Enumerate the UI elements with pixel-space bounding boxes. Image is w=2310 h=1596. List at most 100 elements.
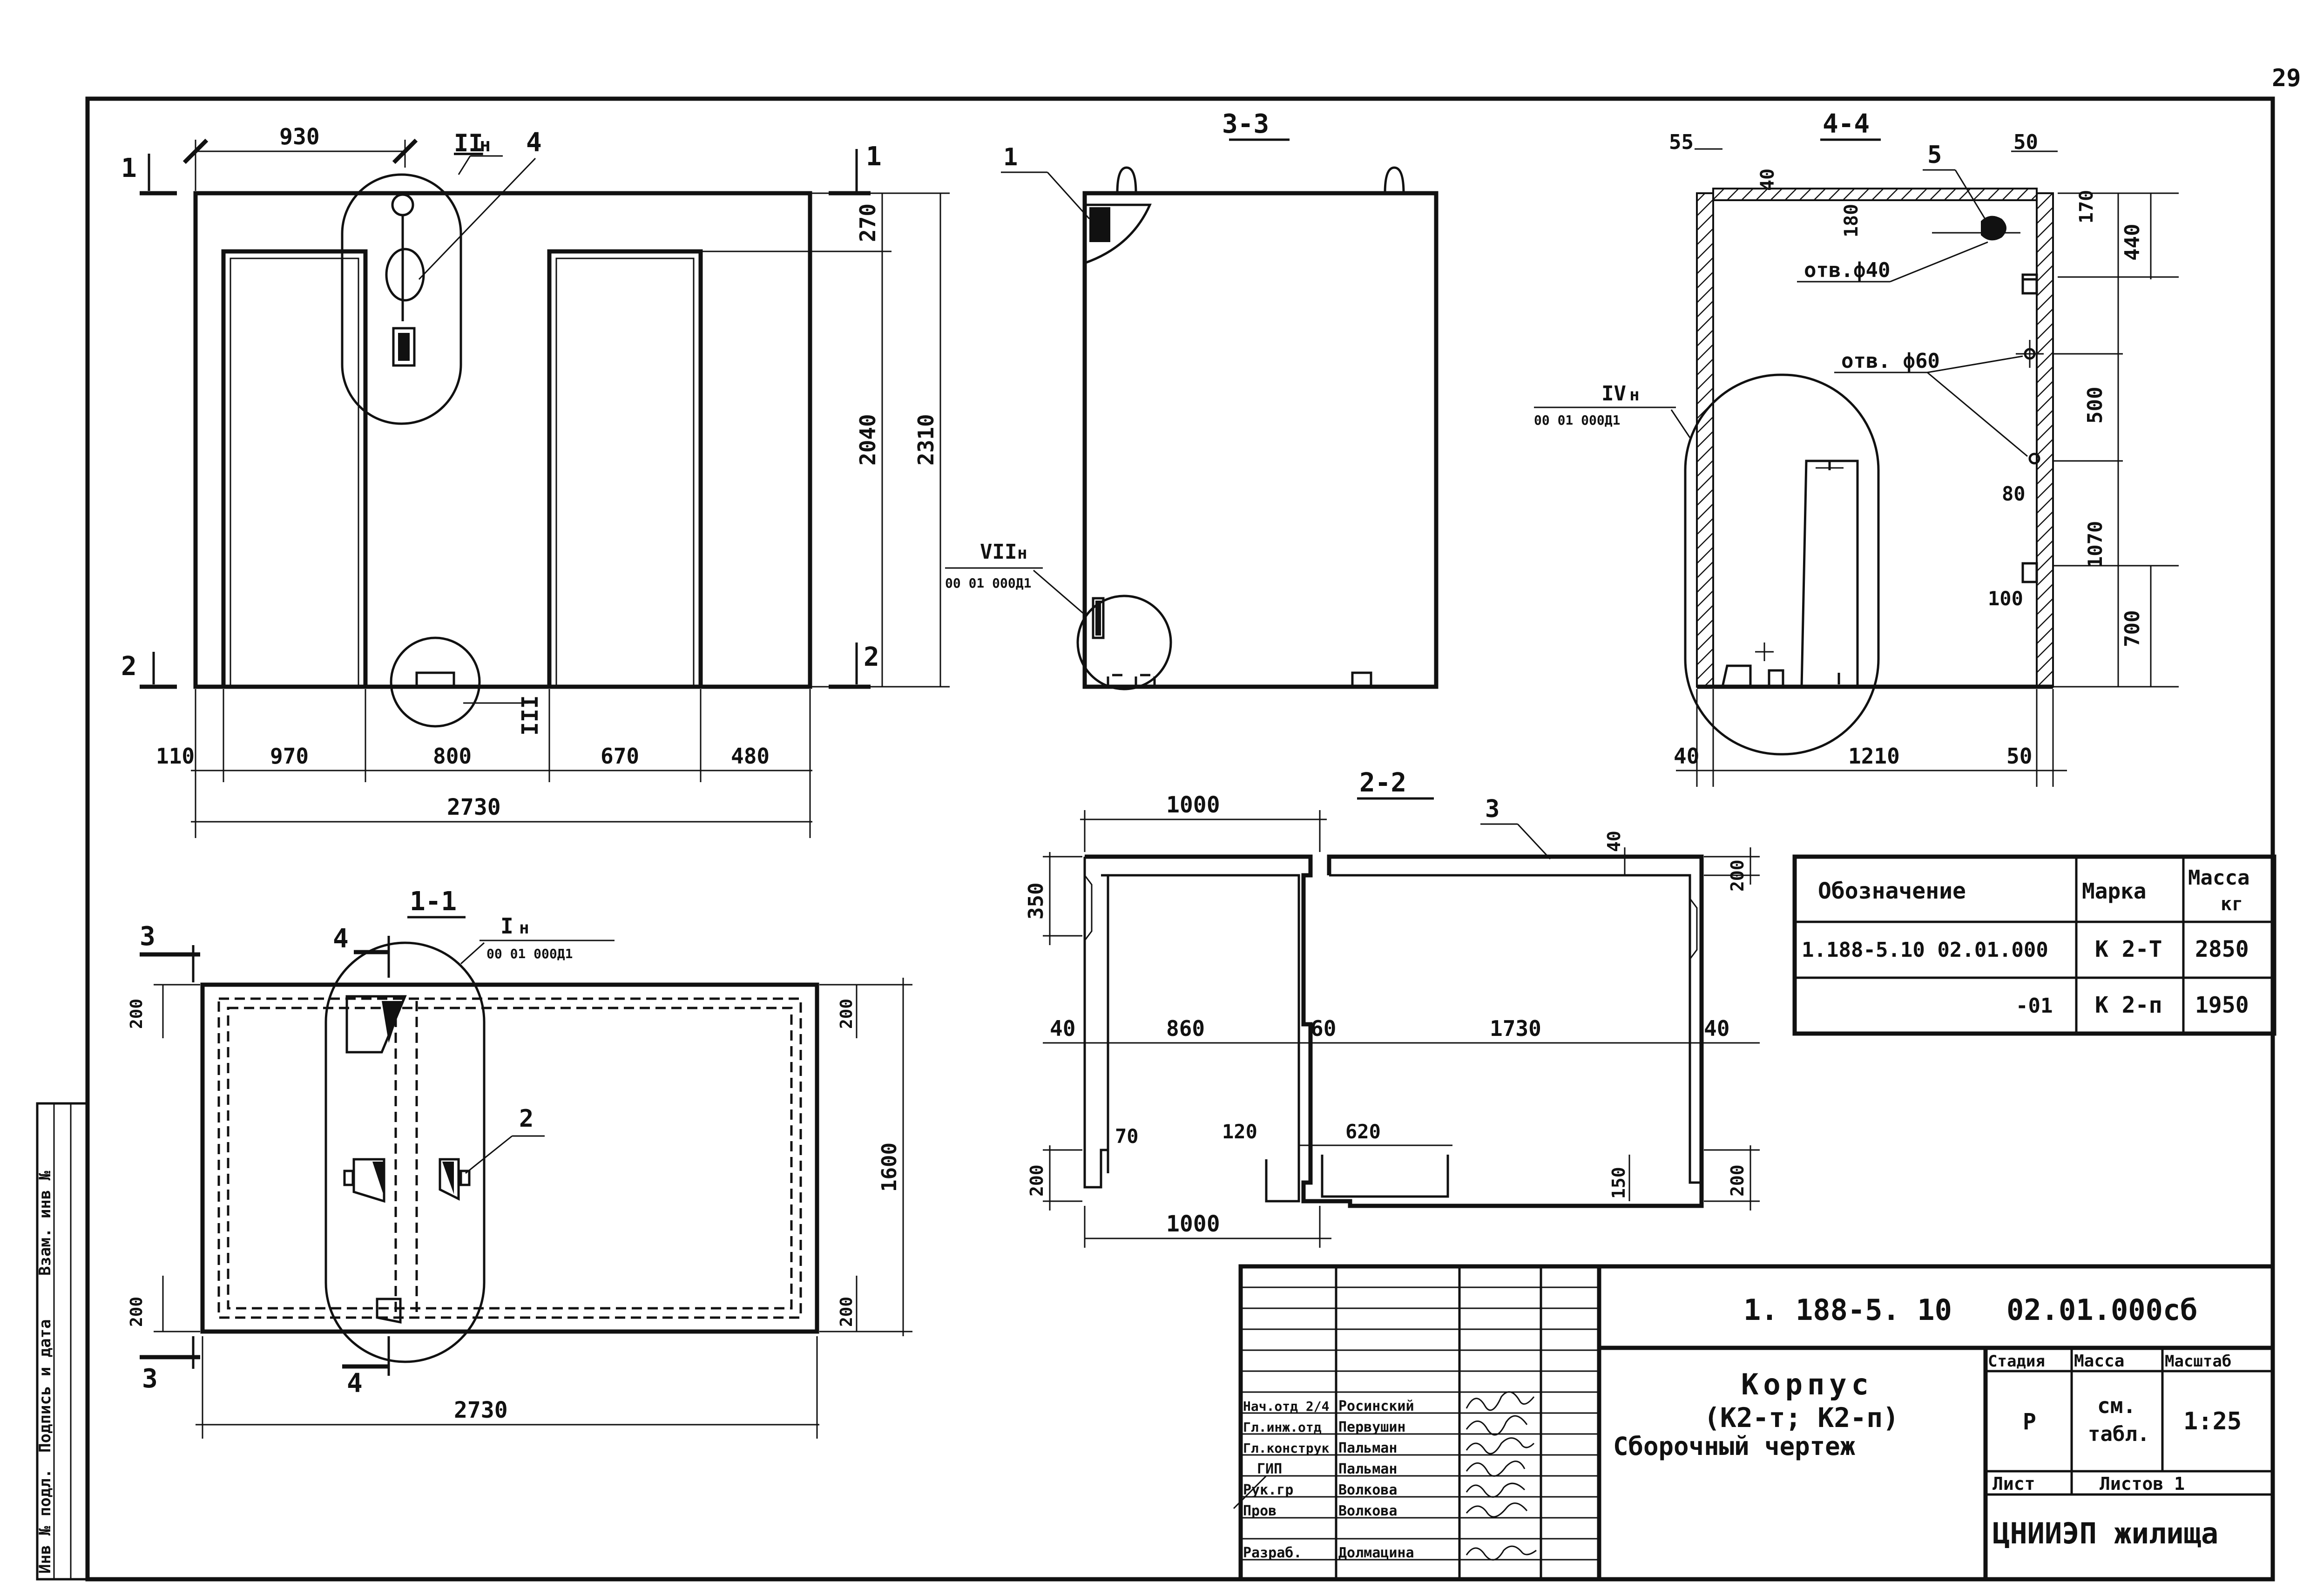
sign-name-2: Первушин <box>1338 1419 1406 1435</box>
title-code: 1. 188-5. 10 <box>1743 1293 1952 1327</box>
s22-dim-70: 70 <box>1115 1125 1139 1148</box>
s22-dim-1000-bottom: 1000 <box>1166 1211 1220 1237</box>
s44-dim-170: 170 <box>2076 190 2097 223</box>
dim-670: 670 <box>601 744 639 769</box>
spec-row1-designation: 1.188-5.10 02.01.000 <box>1802 938 2048 962</box>
section-3-3 <box>1076 138 1439 690</box>
sign-role-7: Разраб. <box>1243 1545 1302 1561</box>
s44-dimensions <box>1676 192 2179 787</box>
s11-dimensions <box>154 978 912 1439</box>
s44-node-IV: IV <box>1601 382 1626 406</box>
s44-dim-40-top: 40 <box>1757 169 1778 191</box>
s44-pos-5: 5 <box>1927 141 1942 169</box>
s44-dim-55: 55 <box>1669 130 1694 154</box>
s11-node-I-ref: 00 01 000Д1 <box>486 946 573 961</box>
s11-dim-200-left-top: 200 <box>127 999 146 1029</box>
s22-dimensions <box>1043 810 1760 1248</box>
title-mass-value-1: см. <box>2097 1393 2136 1418</box>
front-node-III: III <box>517 695 543 736</box>
handwritten-signatures <box>1466 1391 1537 1561</box>
dim-2310: 2310 <box>913 414 939 466</box>
s44-dim-180: 180 <box>1841 204 1862 237</box>
spec-row1-mass: 2850 <box>2195 936 2249 962</box>
s11-dim-1600: 1600 <box>878 1143 901 1192</box>
s22-dim-40-right: 40 <box>1704 1016 1729 1041</box>
s22-dim-150: 150 <box>1608 1167 1629 1199</box>
sign-role-2: Гл.инж.отд <box>1243 1420 1322 1435</box>
s33-node-VII: VII <box>980 540 1017 564</box>
s33-node-VII-sub: н <box>1017 544 1027 563</box>
s22-pos-3: 3 <box>1485 795 1499 823</box>
title-stage-label: Стадия <box>1988 1352 2045 1371</box>
sign-role-6: Пров <box>1243 1503 1277 1519</box>
sheet-frame <box>85 96 2275 1582</box>
s44-dim-500: 500 <box>2083 387 2107 424</box>
spec-header-designation: Обозначение <box>1818 878 1966 904</box>
s33-pos-1: 1 <box>1003 143 1018 171</box>
s11-node-I: I <box>500 913 513 939</box>
page-number: 29 <box>2272 64 2301 92</box>
spec-header-mass: Масса <box>2188 866 2249 890</box>
spec-table <box>1792 854 2276 1036</box>
dim-930: 930 <box>279 124 320 150</box>
s22-dim-200-top: 200 <box>1727 859 1748 892</box>
spec-header-mark: Марка <box>2082 879 2146 904</box>
s44-dim-1210: 1210 <box>1848 744 1900 769</box>
title-doc-number: 02.01.000сб <box>2006 1293 2198 1327</box>
section-1-1 <box>200 941 819 1363</box>
sign-name-6: Волкова <box>1338 1503 1397 1519</box>
s11-pos-2: 2 <box>519 1105 534 1133</box>
spec-header-unit: кг <box>2221 893 2243 915</box>
s11-dim-2730: 2730 <box>454 1397 508 1423</box>
section-3-3-title: 3-3 <box>1222 109 1269 139</box>
title-name-line1: Корпус <box>1741 1367 1873 1401</box>
title-sheet-label: Лист <box>1993 1474 2035 1494</box>
sign-name-1: Росинский <box>1338 1398 1414 1414</box>
dim-2730-front: 2730 <box>447 794 501 820</box>
title-scale: 1:25 <box>2183 1407 2242 1435</box>
s44-hole-40: отв.ф40 <box>1804 258 1890 282</box>
s11-node-I-sub: н <box>519 919 529 938</box>
strip-inv-label: Инв № подл. <box>36 1469 54 1574</box>
title-block <box>1233 1264 2275 1582</box>
dim-800: 800 <box>433 744 472 769</box>
sign-name-5: Волкова <box>1338 1482 1397 1498</box>
s22-dim-860: 860 <box>1166 1016 1205 1041</box>
s11-dim-200-left-bottom: 200 <box>127 1297 146 1327</box>
title-sheets-label: Листов 1 <box>2100 1474 2185 1494</box>
spec-row2-mass: 1950 <box>2195 992 2249 1018</box>
s11-cut-4-top: 4 <box>333 924 349 954</box>
s22-dim-60: 60 <box>1310 1016 1336 1041</box>
section-2-2-title: 2-2 <box>1359 768 1406 798</box>
strip-signature-label: Подпись и дата <box>36 1319 54 1453</box>
s22-dim-350: 350 <box>1024 883 1048 920</box>
dim-270: 270 <box>855 203 880 242</box>
s22-dim-40-top: 40 <box>1604 831 1624 852</box>
title-mass-value-2: табл. <box>2088 1422 2149 1446</box>
title-mass-label: Масса <box>2074 1352 2124 1371</box>
title-scale-label: Масштаб <box>2165 1352 2231 1371</box>
s22-dim-1000-top: 1000 <box>1166 792 1220 818</box>
dim-110: 110 <box>156 744 195 769</box>
front-cut-1-left: 1 <box>121 153 137 183</box>
s44-dim-80: 80 <box>2002 482 2026 505</box>
front-node-II-sub: н <box>480 135 491 156</box>
front-cut-2-left: 2 <box>121 651 137 682</box>
section-4-4-title: 4-4 <box>1823 109 1870 139</box>
dim-480: 480 <box>731 744 770 769</box>
s44-dim-1070: 1070 <box>2084 521 2107 568</box>
s44-dim-40-bottom: 40 <box>1674 744 1699 769</box>
front-cut-1-right: 1 <box>866 142 882 172</box>
s22-dim-620: 620 <box>1345 1120 1381 1143</box>
s44-dim-50-bottom: 50 <box>2006 744 2032 769</box>
s44-node-IV-ref: 00 01 000Д1 <box>1534 413 1620 428</box>
front-cut-2-right: 2 <box>864 642 879 672</box>
s22-dim-1730: 1730 <box>1490 1016 1541 1041</box>
sign-role-5: Рук.гр <box>1243 1482 1293 1498</box>
sign-role-4: ГИП <box>1257 1461 1282 1477</box>
front-dimensions <box>182 138 950 838</box>
title-name-line3: Сборочный чертеж <box>1613 1432 1856 1461</box>
sign-name-3: Пальман <box>1338 1440 1397 1456</box>
title-name-line2: (К2-т; К2-п) <box>1704 1402 1899 1434</box>
